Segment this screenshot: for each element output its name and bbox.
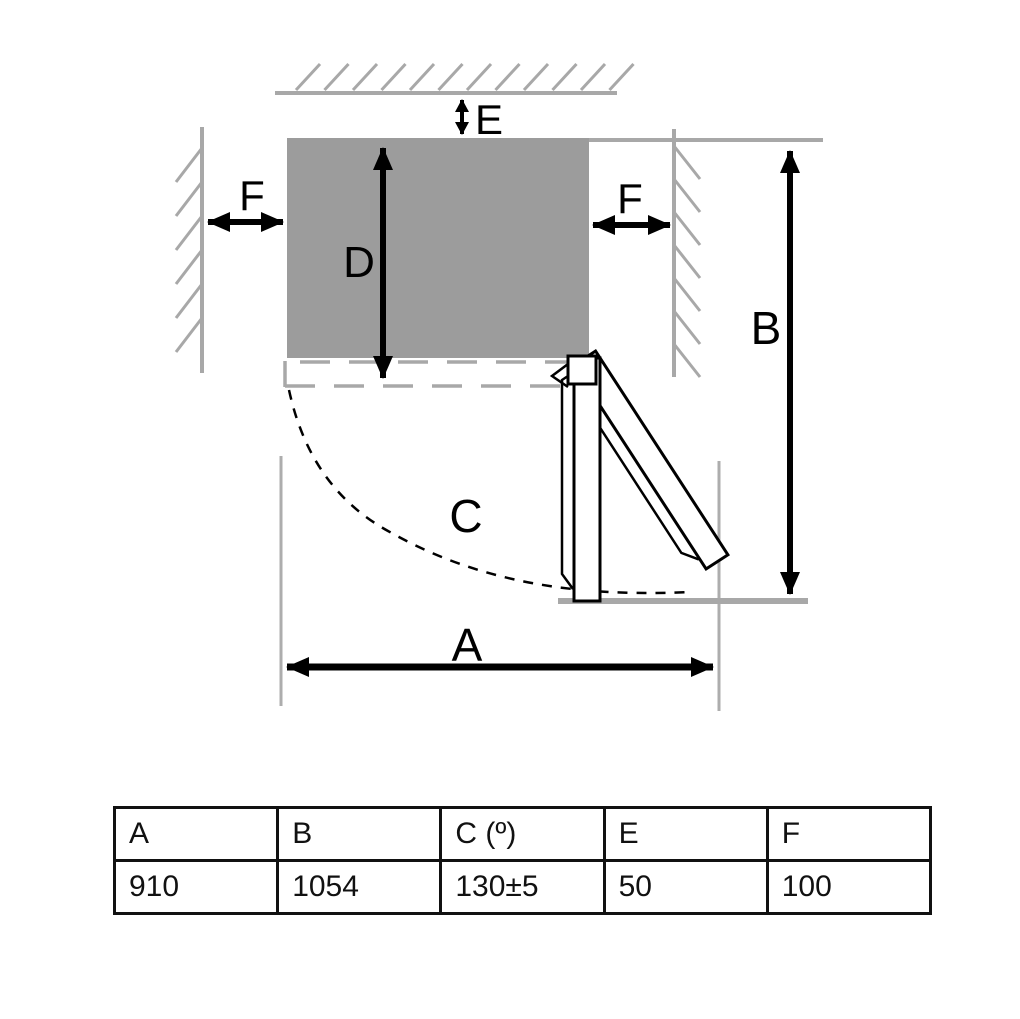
table-header-e: E xyxy=(602,806,769,862)
table-header-b: B xyxy=(276,806,443,862)
table-header-f: F xyxy=(765,806,933,862)
dim-label-B: B xyxy=(751,302,782,354)
dim-label-E: E xyxy=(475,96,503,143)
left-wall-hatching xyxy=(174,147,204,353)
rear-wall-hatching xyxy=(294,62,635,92)
table-header-c: C (º) xyxy=(439,806,606,862)
rear-wall xyxy=(275,62,635,95)
table-header-a: A xyxy=(112,806,280,862)
right-wall-hatching xyxy=(672,145,702,378)
dim-label-F-right: F xyxy=(617,175,643,222)
dimension-table-value-row: 910 1054 130±5 50 100 xyxy=(112,859,933,915)
table-value-a: 910 xyxy=(112,859,280,915)
clearance-diagram: E F F D B C A xyxy=(174,62,823,711)
dim-label-A: A xyxy=(452,619,483,671)
appliance-body xyxy=(287,138,589,358)
table-value-e: 50 xyxy=(602,859,769,915)
table-value-b: 1054 xyxy=(276,859,443,915)
dim-label-D: D xyxy=(343,238,375,287)
door-hinge xyxy=(549,354,598,389)
door-open-90 xyxy=(560,356,602,603)
right-wall xyxy=(672,129,702,378)
left-wall xyxy=(174,127,204,373)
table-value-f: 100 xyxy=(765,859,933,915)
table-value-c: 130±5 xyxy=(439,859,606,915)
dim-label-C: C xyxy=(449,490,482,542)
dimension-table: A B C (º) E F 910 1054 130±5 50 100 xyxy=(112,806,933,915)
dimension-table-header-row: A B C (º) E F xyxy=(112,806,933,862)
door-closed-dashed-outline xyxy=(283,360,572,388)
dim-label-F-left: F xyxy=(239,172,265,219)
